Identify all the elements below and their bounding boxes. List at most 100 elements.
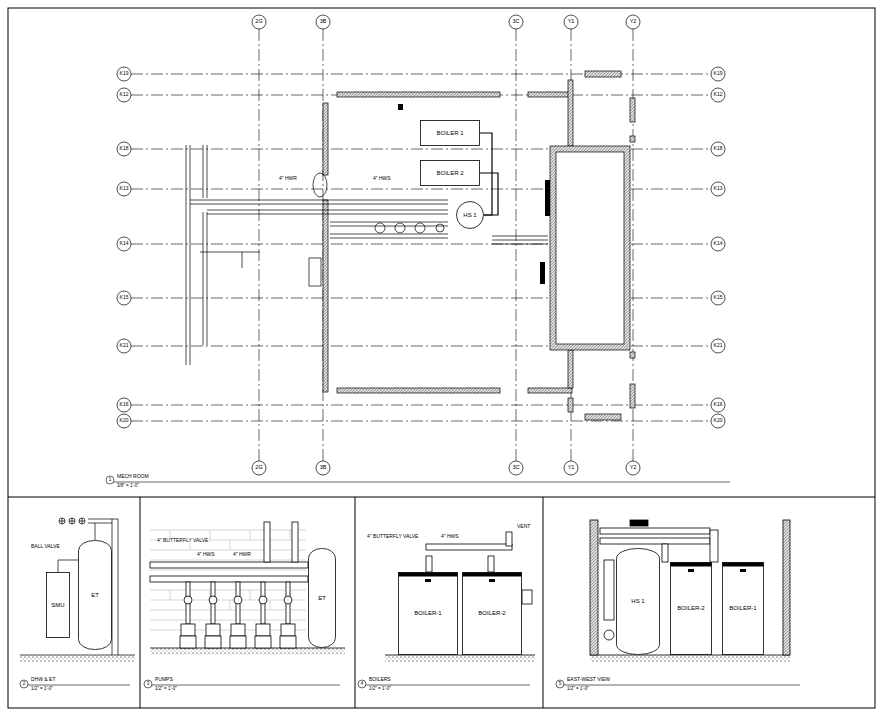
- circle-shape: [117, 67, 131, 81]
- grid-bubble: K19: [714, 71, 723, 76]
- circle-shape: [252, 461, 266, 475]
- rect-shape: [600, 538, 710, 544]
- circle-shape: [711, 182, 725, 196]
- line-shape: [207, 145, 208, 198]
- rect-shape: [568, 398, 573, 412]
- rect-shape: [556, 152, 624, 344]
- grid-bubble: K21: [714, 343, 723, 348]
- equipment-label: SMU: [50, 602, 65, 609]
- circle-shape: [556, 680, 564, 688]
- plan-boiler: BOILER 1: [420, 120, 480, 146]
- line-shape: [207, 212, 208, 345]
- circle-shape: [284, 596, 292, 604]
- circle-shape: [711, 291, 725, 305]
- line-shape: [207, 210, 448, 211]
- rect-shape: [568, 80, 573, 146]
- view-title: DHW & ET: [30, 677, 56, 682]
- line-shape: [170, 590, 171, 600]
- line-shape: [190, 200, 448, 201]
- circle-shape: [234, 596, 242, 604]
- pipe-callout: 4" HWS: [372, 176, 392, 181]
- pipe-callout: 4" BUTTERFLY VALVE: [366, 534, 419, 539]
- line-shape: [330, 238, 448, 239]
- rect-shape: [630, 520, 648, 526]
- line-shape: [131, 74, 711, 75]
- grid-bubble: Y2: [630, 19, 637, 25]
- rect-shape: [337, 388, 500, 393]
- view-scale: 3/8" = 1'-0": [116, 484, 140, 489]
- g-shape: [150, 522, 345, 655]
- rect-shape: [550, 146, 630, 350]
- circle-shape: [117, 339, 131, 353]
- g-shape: [385, 532, 535, 662]
- pipe-connector: [480, 173, 498, 215]
- circle-shape: [316, 461, 330, 475]
- rect-shape: [150, 648, 345, 655]
- view-title: MECH ROOM: [116, 474, 150, 479]
- line-shape: [330, 222, 448, 223]
- rect-shape: [264, 522, 270, 562]
- rect-shape: [206, 624, 220, 636]
- g-shape: [20, 518, 135, 662]
- line-shape: [190, 204, 448, 205]
- rect-shape: [630, 136, 635, 142]
- rect-shape: [255, 636, 271, 648]
- line-shape: [230, 600, 231, 610]
- line-shape: [118, 519, 119, 655]
- grid-bubble: Y2: [630, 465, 637, 471]
- circle-shape: [69, 518, 75, 524]
- rect-shape: [662, 544, 668, 562]
- rect-shape: [421, 121, 480, 146]
- view-number: 2: [23, 682, 26, 687]
- heat-exchanger: HS 1: [456, 201, 484, 229]
- node-label-group: BOILER 2: [435, 170, 464, 177]
- node-label-group: BOILER-1: [728, 605, 757, 612]
- circle-shape: [117, 414, 131, 428]
- line-shape: [72, 518, 73, 524]
- boiler-box: BOILER-1: [722, 562, 764, 655]
- rect-shape: [710, 530, 718, 562]
- rect-shape: [600, 528, 710, 534]
- equipment-label: ET: [90, 592, 100, 599]
- equipment-label: BOILER-1: [413, 610, 442, 617]
- rect-shape: [385, 655, 535, 662]
- rect-shape: [230, 636, 246, 648]
- line-shape: [82, 518, 83, 524]
- line-shape: [112, 482, 730, 483]
- boiler-box: BOILER-1: [398, 572, 458, 655]
- line-shape: [186, 145, 187, 365]
- grid-bubble: K19: [120, 71, 129, 76]
- rect-shape: [528, 92, 572, 97]
- rect-shape: [671, 563, 712, 567]
- boiler-box: BOILER-2: [670, 562, 712, 655]
- grid-bubble: K12: [120, 92, 129, 97]
- circle-shape: [457, 202, 484, 229]
- line-shape: [62, 518, 63, 524]
- rect-shape: [540, 262, 545, 284]
- rect-shape: [256, 624, 270, 636]
- line-shape: [556, 685, 800, 686]
- line-shape: [250, 590, 251, 600]
- line-shape: [358, 685, 530, 686]
- rect-shape: [590, 655, 790, 662]
- circle-shape: [395, 223, 405, 233]
- grid-bubble: K16: [714, 402, 723, 407]
- rect-shape: [506, 532, 512, 546]
- circle-shape: [711, 67, 725, 81]
- line-shape: [492, 240, 548, 241]
- pipe-callout: BALL VALVE: [30, 544, 61, 549]
- grid-bubble: K15: [714, 295, 723, 300]
- line-shape: [203, 145, 204, 198]
- rect-shape: [323, 200, 328, 392]
- line-shape: [330, 234, 448, 235]
- equipment-label: BOILER-2: [477, 610, 506, 617]
- rect-shape: [337, 92, 500, 97]
- g-shape: [131, 29, 711, 461]
- circle-shape: [564, 15, 578, 29]
- equipment-label: BOILER-1: [728, 605, 757, 612]
- rect-shape: [399, 573, 458, 655]
- circle-shape: [117, 88, 131, 102]
- line-shape: [290, 530, 291, 540]
- line-shape: [140, 497, 141, 708]
- circle-shape: [117, 291, 131, 305]
